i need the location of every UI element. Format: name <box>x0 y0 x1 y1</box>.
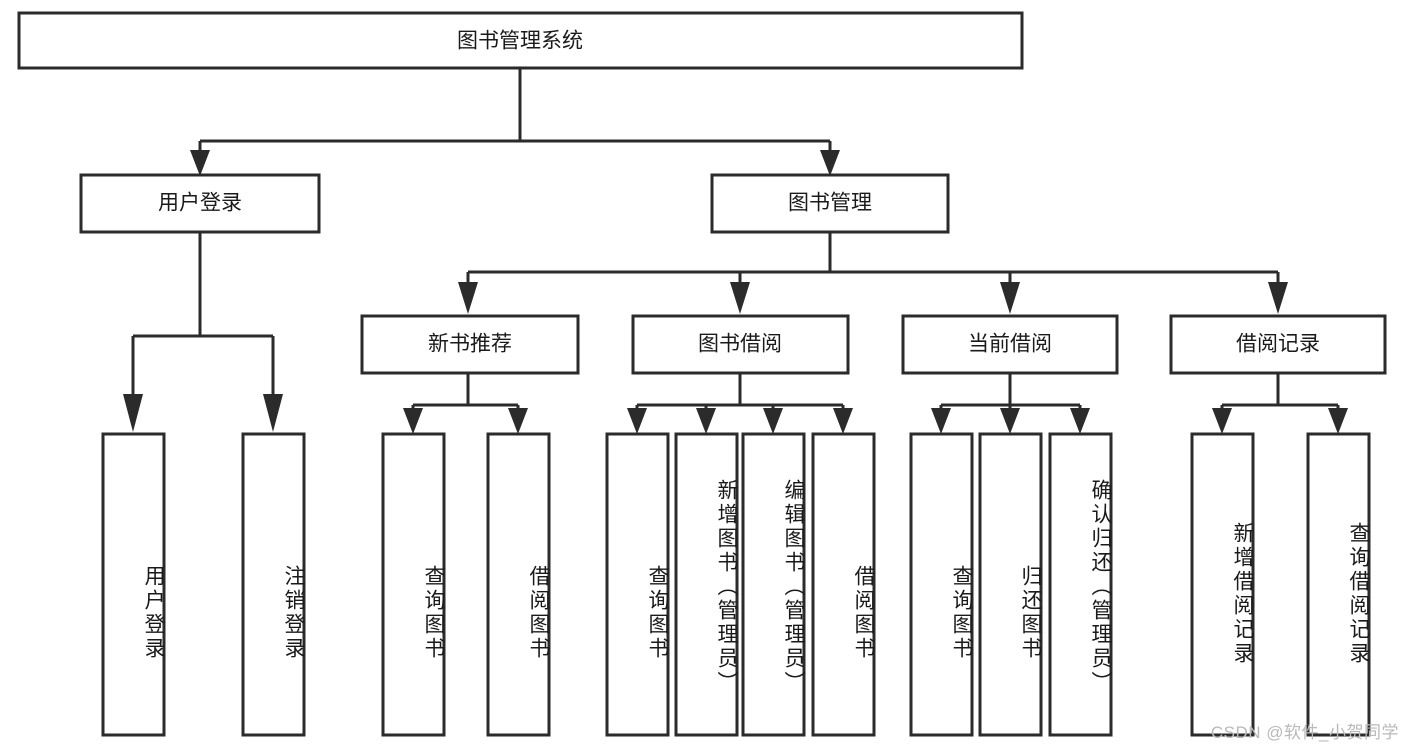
arrow-to-leaf-edit-book <box>763 408 783 434</box>
node-leaf-query-book-1-box[interactable] <box>381 432 446 737</box>
node-user-login-box[interactable] <box>79 173 321 234</box>
arrow-to-leaf-add-book <box>696 408 716 434</box>
arrow-to-book-manage <box>820 150 840 176</box>
connectors-group <box>123 68 1348 434</box>
node-root-label: 图书管理系统 <box>457 30 583 53</box>
node-leaf-borrow-book-2-box[interactable] <box>811 432 876 737</box>
node-current-borrow-label: 当前借阅 <box>968 333 1052 356</box>
arrow-to-new-book-rec <box>458 282 478 314</box>
arrow-to-leaf-confirm-return <box>1070 408 1090 434</box>
node-new-book-rec-label: 新书推荐 <box>428 333 512 356</box>
arrow-to-leaf-query-book-1 <box>403 408 423 434</box>
arrow-to-leaf-query-book-3 <box>931 408 951 434</box>
node-root[interactable]: 图书管理系统 <box>17 11 1024 70</box>
node-borrow-record-label: 借阅记录 <box>1236 333 1320 356</box>
csdn-watermark: CSDN @软件_小贺同学 <box>1210 723 1399 742</box>
node-current-borrow[interactable]: 当前借阅 <box>901 314 1119 375</box>
arrow-to-leaf-query-record <box>1328 408 1348 434</box>
arrow-to-leaf-return-book <box>1000 408 1020 434</box>
node-book-manage-box[interactable] <box>710 173 950 234</box>
node-leaf-add-record-box[interactable] <box>1190 432 1255 737</box>
node-leaf-borrow-book-1-box[interactable] <box>486 432 551 737</box>
node-leaf-return-book-box[interactable] <box>978 432 1043 737</box>
node-leaf-add-book-box[interactable] <box>674 432 739 737</box>
node-borrow-record[interactable]: 借阅记录 <box>1169 314 1387 375</box>
arrow-to-leaf-query-book-2 <box>627 408 647 434</box>
node-leaf-confirm-return-box[interactable] <box>1048 432 1113 737</box>
arrow-to-book-borrow <box>730 282 750 314</box>
node-current-borrow-box[interactable] <box>901 314 1119 375</box>
node-leaf-user-login-box[interactable] <box>101 432 166 737</box>
node-leaf-query-record-box[interactable] <box>1306 432 1371 737</box>
arrow-to-leaf-user-login <box>123 394 143 432</box>
node-leaf-edit-book-box[interactable] <box>741 432 806 737</box>
node-leaf-query-book-3-box[interactable] <box>909 432 974 737</box>
node-user-login-label: 用户登录 <box>158 192 242 215</box>
arrow-to-current-borrow <box>1000 282 1020 314</box>
node-book-borrow[interactable]: 图书借阅 <box>631 314 850 375</box>
node-leaf-user-logout-box[interactable] <box>241 432 306 737</box>
node-book-borrow-box[interactable] <box>631 314 850 375</box>
arrow-to-leaf-add-record <box>1212 408 1232 434</box>
arrow-to-leaf-borrow-book-2 <box>833 408 853 434</box>
node-book-manage[interactable]: 图书管理 <box>710 173 950 234</box>
node-book-manage-label: 图书管理 <box>788 192 872 215</box>
arrow-to-leaf-user-logout <box>263 394 283 432</box>
arrow-to-borrow-record <box>1268 282 1288 314</box>
node-new-book-rec[interactable]: 新书推荐 <box>360 314 580 375</box>
arrow-to-leaf-borrow-book-1 <box>508 408 528 434</box>
node-leaf-query-book-2-box[interactable] <box>605 432 670 737</box>
node-new-book-rec-box[interactable] <box>360 314 580 375</box>
node-book-borrow-label: 图书借阅 <box>698 333 782 356</box>
node-root-box[interactable] <box>17 11 1024 70</box>
node-user-login[interactable]: 用户登录 <box>79 173 321 234</box>
node-borrow-record-box[interactable] <box>1169 314 1387 375</box>
arrow-to-user-login <box>190 150 210 176</box>
